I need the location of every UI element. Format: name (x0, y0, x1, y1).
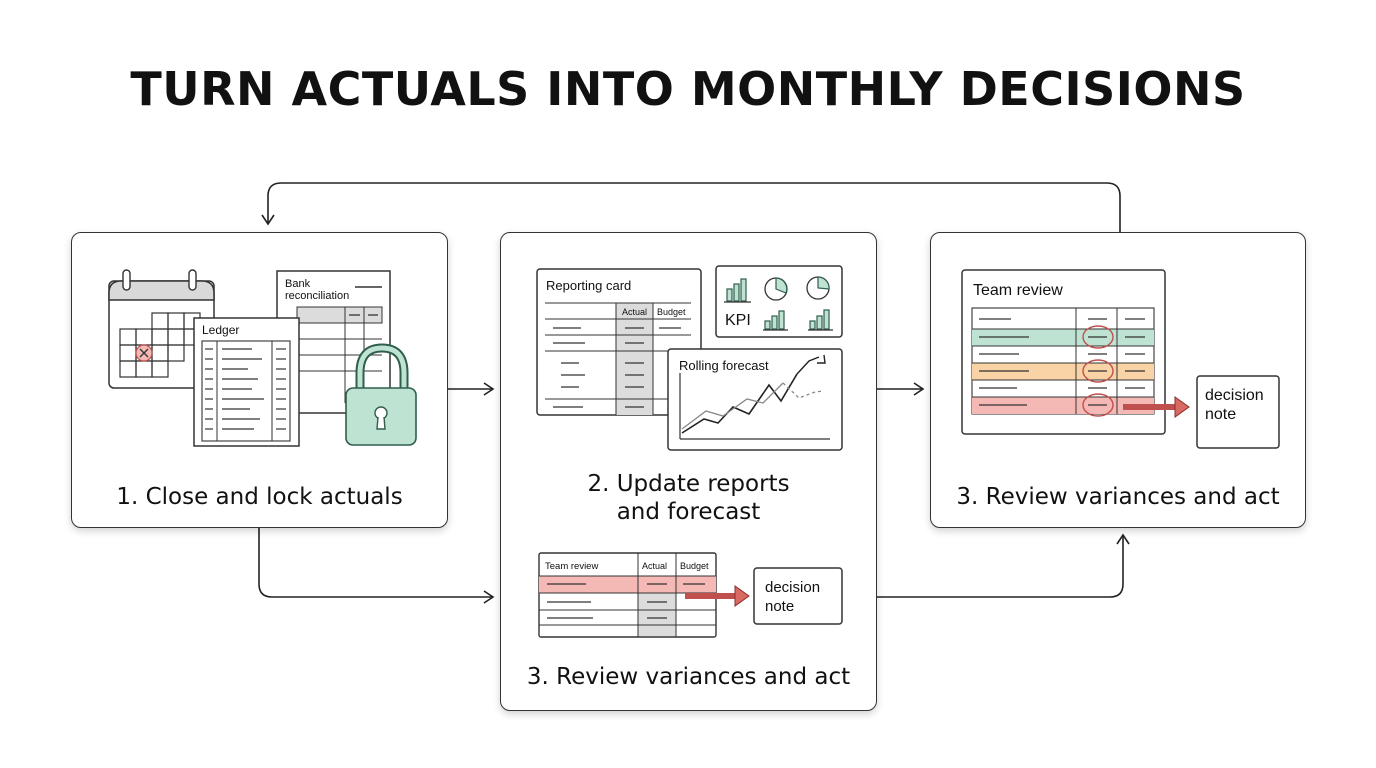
svg-text:Bank: Bank (285, 278, 311, 290)
step3-label: 3. Review variances and act (956, 484, 1280, 510)
svg-text:decision: decision (765, 579, 820, 596)
page-title: TURN ACTUALS INTO MONTHLY DECISIONS (130, 62, 1246, 116)
step2-label-line2: and forecast (616, 499, 761, 525)
svg-text:Reporting card: Reporting card (546, 278, 631, 293)
svg-text:Actual: Actual (642, 561, 667, 571)
loop-back-arrow (261, 182, 1121, 232)
svg-text:Budget: Budget (657, 307, 686, 317)
step3-card: Team review (930, 232, 1306, 528)
reports-forecast-illustration: Reporting card Actual Budget KPI (536, 265, 843, 638)
svg-text:Ledger: Ledger (202, 323, 239, 337)
kpi-panel: KPI (715, 265, 843, 338)
close-lock-illustration: Bank reconciliation Ledger (108, 269, 417, 447)
step2-card: Reporting card Actual Budget KPI (500, 232, 877, 711)
mini-decision-note: decision note (753, 567, 843, 625)
svg-text:note: note (765, 598, 794, 615)
reporting-card-table: Reporting card Actual Budget (536, 268, 702, 416)
ledger-sheet: Ledger (193, 317, 300, 447)
svg-text:Actual: Actual (622, 307, 647, 317)
step2-label-line1: 2. Update reports (587, 471, 790, 497)
team-review-table: Team review (961, 269, 1190, 435)
arrow-review-to-step3 (875, 533, 1130, 598)
svg-text:Rolling forecast: Rolling forecast (679, 358, 769, 373)
rolling-forecast-chart: Rolling forecast (667, 348, 843, 451)
mini-team-review-table: Team review Actual Budget (538, 552, 750, 638)
svg-text:Team review: Team review (545, 561, 598, 572)
svg-text:Team review: Team review (973, 282, 1063, 299)
svg-text:reconciliation: reconciliation (285, 290, 349, 302)
step2-sub-label: 3. Review variances and act (526, 664, 851, 690)
decision-note: decision note (1196, 375, 1280, 449)
svg-text:KPI: KPI (725, 312, 751, 329)
padlock-icon (345, 343, 417, 446)
step1-label: 1. Close and lock actuals (116, 484, 403, 510)
step2-label: 2. Update reports and forecast (501, 470, 876, 526)
svg-text:decision: decision (1205, 387, 1264, 404)
svg-text:note: note (1205, 406, 1236, 423)
review-variances-illustration: Team review (961, 269, 1280, 449)
svg-text:Budget: Budget (680, 561, 709, 571)
step1-card: Bank reconciliation Ledger (71, 232, 448, 528)
arrow-step1-to-review (258, 526, 495, 604)
